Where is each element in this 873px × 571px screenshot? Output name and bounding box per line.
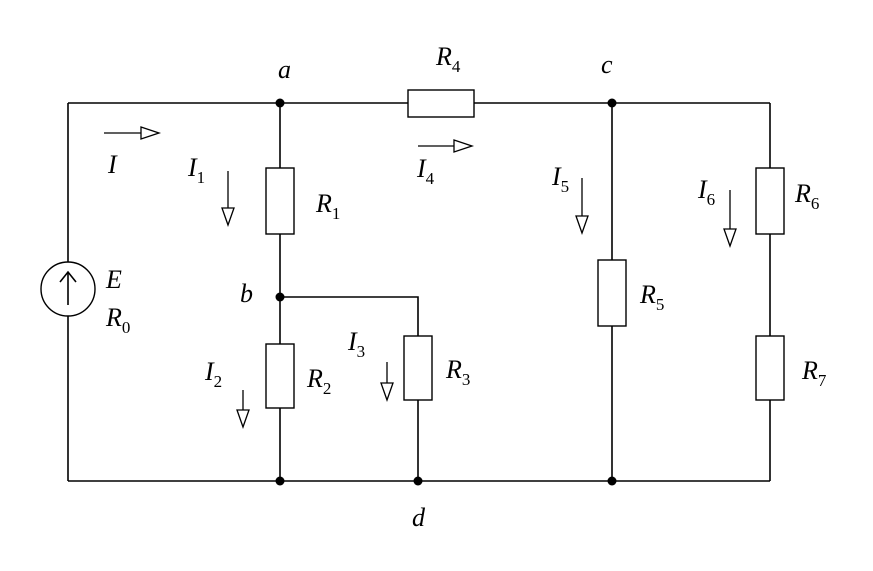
resistor-label-r4: R4 [435,42,461,76]
current-label-i2: I2 [204,357,222,391]
arrow-i4 [418,139,475,153]
current-label-i1: I1 [187,153,205,187]
arrow-i1 [221,171,235,227]
arrow-i [104,126,162,140]
source-resistance-label: R0 [105,303,130,337]
resistor-label-r3: R3 [445,355,470,389]
node-label-d: d [412,503,426,532]
resistor-r3 [403,335,433,401]
resistor-r2 [265,343,295,409]
node-dot-d [413,476,423,486]
node-dot-b [275,292,285,302]
node-label-a: a [278,55,291,84]
arrow-i3 [380,362,394,402]
resistor-r6 [755,167,785,235]
resistor-r5 [597,259,627,327]
source-emf-label: E [105,265,122,294]
arrow-i6 [723,190,737,248]
current-label-i3: I3 [347,327,365,361]
resistor-r4 [407,89,475,118]
current-label-i6: I6 [697,175,715,209]
resistor-label-r2: R2 [306,364,331,398]
arrow-i5 [575,178,589,235]
voltage-source [40,261,96,317]
node-dot-bottom-right [607,476,617,486]
resistor-label-r5: R5 [639,280,664,314]
resistor-label-r7: R7 [801,356,827,390]
arrow-i2 [236,390,250,429]
node-dot-a [275,98,285,108]
node-label-c: c [601,50,613,79]
current-label-i: I [107,150,118,179]
resistor-label-r1: R1 [315,189,340,223]
resistor-r7 [755,335,785,401]
node-dot-bottom-left [275,476,285,486]
wire-b-r3 [280,296,419,336]
current-label-i5: I5 [551,162,569,196]
resistor-label-r6: R6 [794,179,819,213]
node-dot-c [607,98,617,108]
resistor-r1 [265,167,295,235]
current-label-i4: I4 [416,154,435,188]
node-label-b: b [240,279,253,308]
